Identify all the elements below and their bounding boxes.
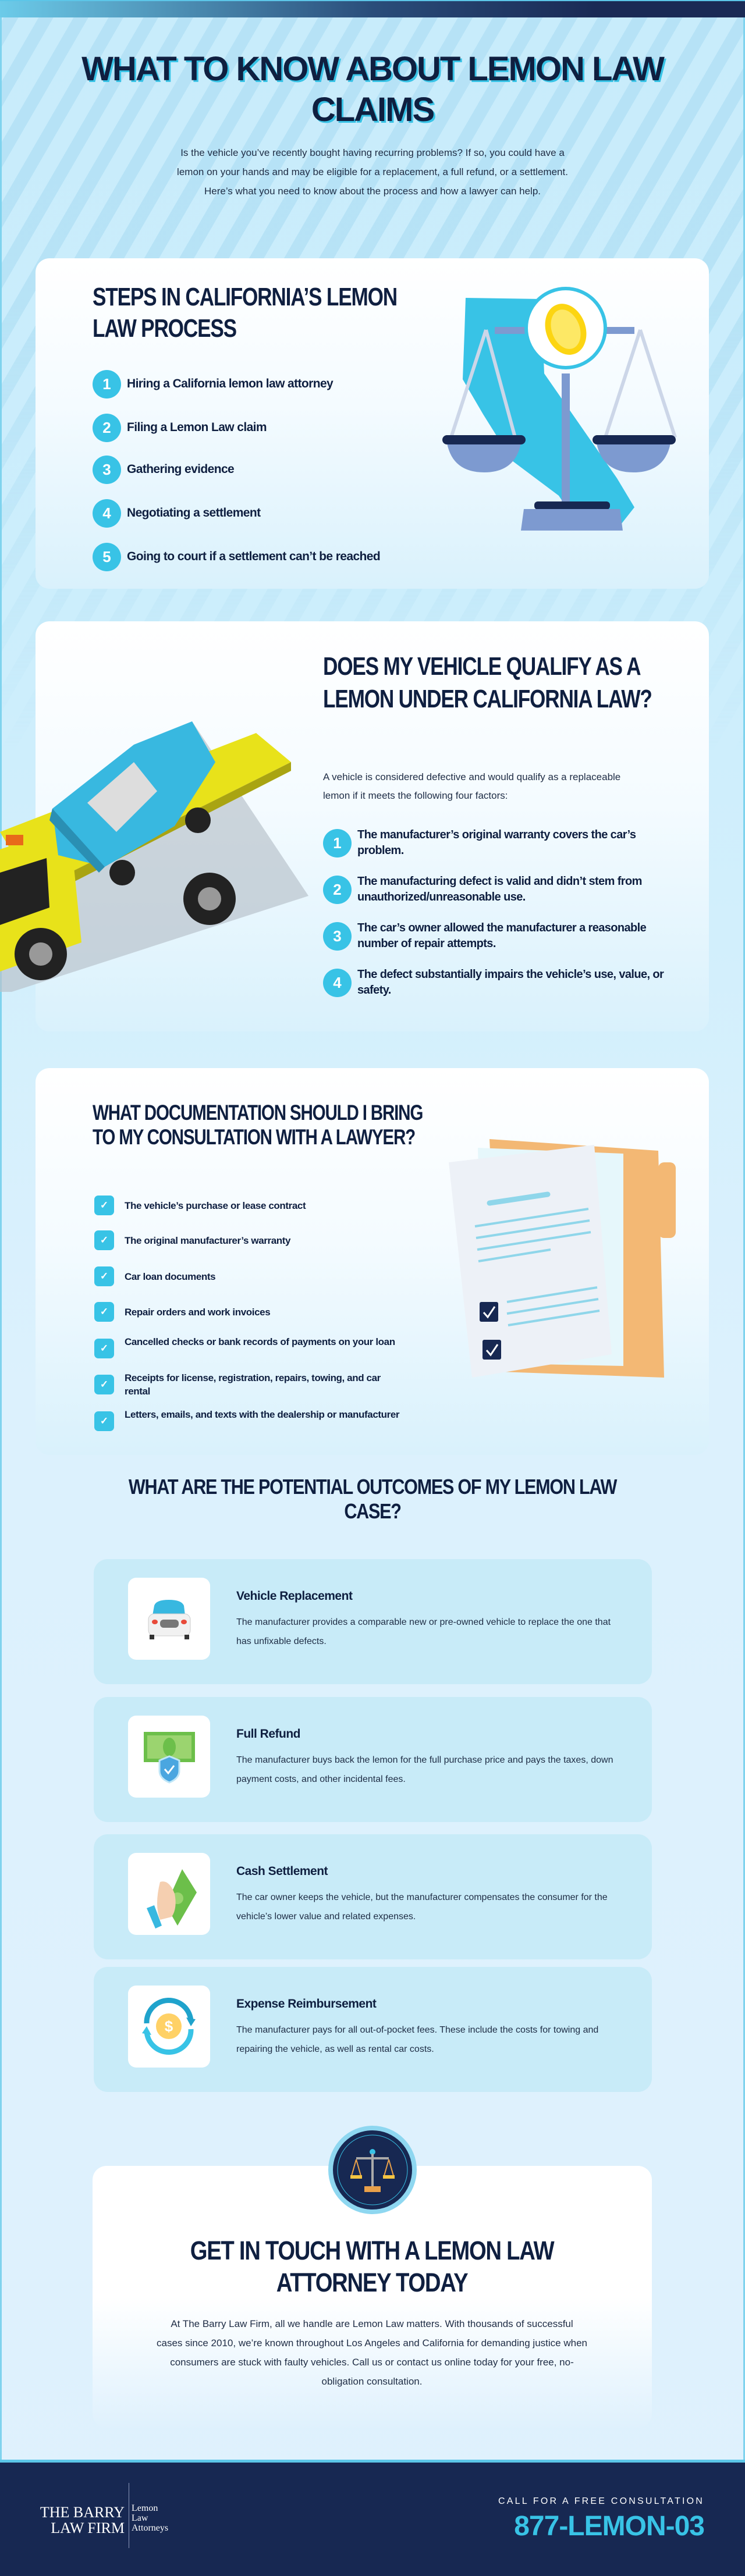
tagline-word: Lemon — [132, 2503, 158, 2513]
footer: THE BARRY LAW FIRM Lemon Law Attorneys C… — [0, 2460, 745, 2576]
step-number: 1 — [93, 370, 121, 399]
california-scale-lemon-illustration — [442, 287, 677, 531]
contact-body: At The Barry Law Firm, all we handle are… — [157, 2318, 587, 2387]
cta-label: CALL FOR A FREE CONSULTATION — [498, 2496, 704, 2506]
outcome-title: Vehicle Replacement — [236, 1589, 353, 1603]
document-item: Car loan documents — [125, 1271, 216, 1282]
outcome-title: Expense Reimbursement — [236, 1997, 377, 2011]
money-shield-icon — [144, 1732, 195, 1784]
outcome-description: The manufacturer pays for all out-of-poc… — [236, 2025, 599, 2054]
check-icon: ✓ — [94, 1196, 114, 1215]
check-icon: ✓ — [94, 1411, 114, 1431]
intro-text: Is the vehicle you’ve recently bought ha… — [177, 147, 568, 197]
tagline-word: Law — [132, 2513, 148, 2523]
check-icon: ✓ — [94, 1339, 114, 1358]
check-icon: ✓ — [94, 1375, 114, 1394]
outcome-description: The manufacturer buys back the lemon for… — [236, 1755, 613, 1784]
outcome-title: Cash Settlement — [236, 1865, 328, 1878]
factor-number: 1 — [323, 829, 352, 858]
step-label: Gathering evidence — [127, 462, 235, 476]
document-item: Repair orders and work invoices — [125, 1307, 271, 1318]
outcome-description: The car owner keeps the vehicle, but the… — [236, 1892, 608, 1922]
steps-card: STEPS IN CALIFORNIA’S LEMON LAW PROCESS … — [36, 258, 709, 589]
step-number: 4 — [93, 499, 121, 528]
factor-number: 2 — [323, 876, 352, 904]
factor-number: 3 — [323, 922, 352, 951]
step-number: 5 — [93, 543, 121, 571]
outcome-icon-box — [128, 1853, 210, 1935]
documents-title: WHAT DOCUMENTATION SHOULD I BRING TO MY … — [93, 1101, 423, 1149]
step-label: Negotiating a settlement — [127, 506, 261, 520]
factor-text: The manufacturing defect is valid and di… — [357, 875, 642, 903]
logo-line-1: THE BARRY — [40, 2504, 125, 2521]
outcome-icon-box: $ — [128, 1986, 210, 2068]
tagline-word: Attorneys — [132, 2523, 169, 2533]
car-front-icon — [148, 1600, 191, 1639]
check-icon: ✓ — [94, 1302, 114, 1322]
scale-badge-icon — [328, 2126, 417, 2214]
document-item: Cancelled checks or bank records of paym… — [125, 1336, 395, 1347]
right-edge — [743, 0, 745, 2576]
outcome-icon-box — [128, 1716, 210, 1798]
tow-truck-illustration — [0, 721, 308, 992]
outcome-card-full-refund: Full Refund The manufacturer buys back t… — [94, 1697, 652, 1822]
logo-tagline: Lemon Law Attorneys — [132, 2503, 168, 2533]
outcome-card-cash-settlement: Cash Settlement The car owner keeps the … — [94, 1834, 652, 1959]
factor-text: The car’s owner allowed the manufacturer… — [357, 921, 647, 950]
top-bar — [0, 0, 745, 17]
outcome-icon-box — [128, 1578, 210, 1660]
document-item: Receipts for license, registration, repa… — [125, 1372, 381, 1397]
qualify-title: DOES MY VEHICLE QUALIFY AS A LEMON UNDER… — [323, 652, 652, 713]
outcome-description: The manufacturer provides a comparable n… — [236, 1617, 611, 1646]
page-title: WHAT TO KNOW ABOUT LEMON LAW CLAIMS — [81, 50, 665, 129]
step-label: Filing a Lemon Law claim — [127, 421, 267, 434]
logo-line-2: LAW FIRM — [51, 2520, 125, 2536]
hand-cash-icon — [147, 1869, 197, 1929]
steps-title: STEPS IN CALIFORNIA’S LEMON LAW PROCESS — [93, 283, 398, 343]
outcome-title: Full Refund — [236, 1727, 300, 1741]
check-icon: ✓ — [94, 1230, 114, 1250]
step-label: Going to court if a settlement can’t be … — [127, 550, 381, 563]
documents-card: WHAT DOCUMENTATION SHOULD I BRING TO MY … — [36, 1068, 709, 1455]
svg-text:$: $ — [165, 2018, 173, 2035]
document-item: The vehicle’s purchase or lease contract — [125, 1200, 306, 1211]
qualify-intro: A vehicle is considered defective and wo… — [323, 771, 621, 801]
phone-number-link[interactable]: 877-LEMON-03 — [514, 2511, 705, 2542]
left-edge — [0, 0, 2, 2576]
outcomes-title: WHAT ARE THE POTENTIAL OUTCOMES OF MY LE… — [128, 1475, 617, 1523]
folder-document-illustration — [449, 1139, 676, 1378]
step-number: 3 — [93, 456, 121, 484]
outcome-card-expense-reimbursement: $ Expense Reimbursement The manufacturer… — [94, 1967, 652, 2092]
step-number: 2 — [93, 414, 121, 442]
document-item: The original manufacturer’s warranty — [125, 1235, 291, 1246]
contact-title: GET IN TOUCH WITH A LEMON LAW ATTORNEY T… — [190, 2236, 555, 2297]
check-icon: ✓ — [94, 1266, 114, 1286]
outcome-card-vehicle-replacement: Vehicle Replacement The manufacturer pro… — [94, 1559, 652, 1684]
firm-logo[interactable]: THE BARRY LAW FIRM — [36, 2504, 125, 2536]
dollar-cycle-icon: $ — [142, 1998, 196, 2055]
factor-number: 4 — [323, 969, 352, 997]
step-label: Hiring a California lemon law attorney — [127, 377, 334, 390]
factor-text: The manufacturer’s original warranty cov… — [357, 828, 636, 857]
factor-text: The defect substantially impairs the veh… — [357, 968, 664, 997]
document-item: Letters, emails, and texts with the deal… — [125, 1409, 400, 1420]
